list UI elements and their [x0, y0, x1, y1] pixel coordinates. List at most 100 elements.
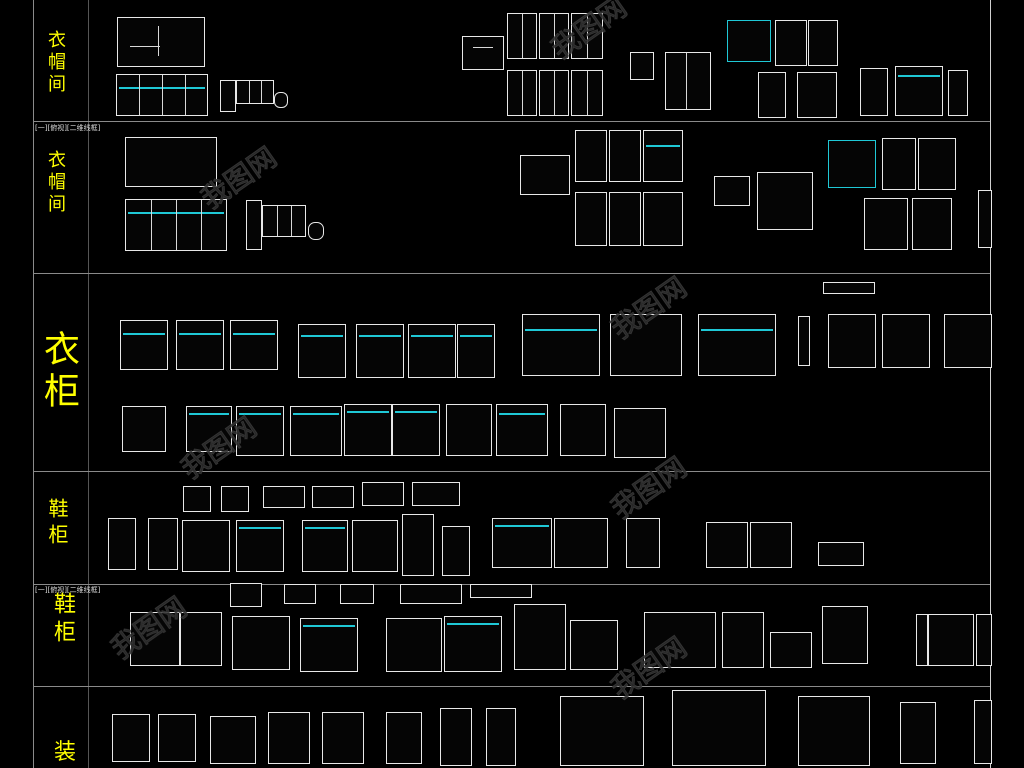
shoe-cabinet-elevation [148, 518, 178, 570]
elevation-drawing [727, 20, 771, 62]
category-label-shoe-cabinet-2: 鞋柜 [50, 592, 75, 648]
shoe-cabinet-elevation [442, 526, 470, 576]
decor-cabinet-elevation [798, 696, 870, 766]
elevation-drawing [643, 130, 683, 182]
elevation-drawing [520, 155, 570, 195]
elevation-drawing [828, 140, 876, 188]
shoe-cabinet-elevation [570, 620, 618, 670]
frame-label-column-line [88, 0, 89, 768]
shoe-cabinet-elevation [300, 618, 358, 672]
elevation-drawing [575, 130, 607, 182]
watermark-text: 我图网 [605, 631, 693, 706]
shoe-cabinet-elevation [386, 618, 442, 672]
elevation-drawing [539, 13, 569, 59]
shoe-cabinet-elevation [108, 518, 136, 570]
perspective-drawing [665, 52, 711, 110]
category-label-wardrobe-room-1: 衣帽间 [45, 30, 66, 96]
shoe-cabinet-elevation [722, 612, 764, 668]
shoe-cabinet-elevation [706, 522, 748, 568]
decor-cabinet-elevation [158, 714, 196, 762]
floor-plan-drawing [117, 17, 205, 67]
shoe-cabinet-elevation [182, 520, 230, 572]
wardrobe-elevation [392, 404, 440, 456]
shoe-cabinet-elevation [976, 614, 992, 666]
shoe-cabinet-elevation [470, 584, 532, 598]
elevation-drawing [507, 70, 537, 116]
wardrobe-elevation [408, 324, 456, 378]
watermark-text: 我图网 [175, 411, 263, 486]
row-divider-3 [33, 471, 990, 472]
side-table-drawing [274, 92, 288, 108]
wardrobe-elevation [944, 314, 992, 368]
wardrobe-elevation [698, 314, 776, 376]
elevation-drawing [882, 138, 916, 190]
wardrobe-plan [823, 282, 875, 294]
row-divider-2 [33, 273, 990, 274]
elevation-drawing [918, 138, 956, 190]
elevation-drawing [643, 192, 683, 246]
row-divider-5 [33, 686, 990, 687]
elevation-drawing [864, 198, 908, 250]
wardrobe-elevation [610, 314, 682, 376]
wardrobe-elevation [298, 324, 346, 378]
wardrobe-side-view [798, 316, 810, 366]
frame-left-line [33, 0, 34, 768]
shoe-cabinet-elevation [818, 542, 864, 566]
shoe-cabinet-elevation [284, 584, 316, 604]
shoe-cabinet-elevation [180, 612, 222, 666]
elevation-drawing [507, 13, 537, 59]
shoe-cabinet-elevation [928, 614, 974, 666]
shoe-cabinet-elevation [492, 518, 552, 568]
elevation-drawing [895, 66, 943, 116]
shoe-cabinet-elevation [362, 482, 404, 506]
category-label-decor: 装 [53, 740, 76, 765]
shoe-cabinet-elevation [822, 606, 868, 664]
decor-cabinet-elevation [322, 712, 364, 764]
decor-cabinet-elevation [440, 708, 472, 766]
shoe-cabinet-elevation [770, 632, 812, 668]
elevation-drawing [978, 190, 992, 248]
elevation-drawing [860, 68, 888, 116]
shoe-cabinet-elevation [230, 583, 262, 607]
wardrobe-elevation [828, 314, 876, 368]
shoe-cabinet-perspective [183, 486, 211, 512]
decor-cabinet-elevation [974, 700, 992, 764]
decor-cabinet-elevation [210, 716, 256, 764]
wardrobe-elevation [457, 324, 495, 378]
shoe-cabinet-elevation [130, 612, 180, 666]
elevation-drawing [808, 20, 838, 66]
shoe-cabinet-elevation [312, 486, 354, 508]
perspective-drawing [757, 172, 813, 230]
wardrobe-elevation [122, 406, 166, 452]
row-divider-1 [33, 121, 990, 122]
shoe-cabinet-elevation [340, 584, 374, 604]
shoe-cabinet-elevation [402, 514, 434, 576]
elevation-drawing [462, 36, 504, 70]
wardrobe-elevation [290, 406, 342, 456]
decor-cabinet-elevation [900, 702, 936, 764]
wardrobe-elevation [236, 406, 284, 456]
wardrobe-elevation [186, 406, 232, 452]
shoe-cabinet-elevation [916, 614, 928, 666]
elevation-drawing [912, 198, 952, 250]
wardrobe-elevation [560, 404, 606, 456]
wardrobe-elevation [614, 408, 666, 458]
elevation-drawing [236, 80, 274, 104]
wardrobe-elevation [882, 314, 930, 368]
elevation-drawing [609, 130, 641, 182]
category-label-shoe-cabinet-1: 鞋柜 [45, 498, 69, 550]
category-label-wardrobe-room-2: 衣帽间 [45, 150, 66, 216]
decor-cabinet-elevation [486, 708, 516, 766]
watermark-text: 我图网 [605, 451, 693, 526]
elevation-drawing [125, 199, 227, 251]
elevation-drawing [246, 200, 262, 250]
elevation-drawing [116, 74, 208, 116]
watermark-text: 我图网 [545, 0, 633, 66]
elevation-drawing [758, 72, 786, 118]
decor-cabinet-elevation [268, 712, 310, 764]
wardrobe-elevation [522, 314, 600, 376]
plan-drawing [714, 176, 750, 206]
elevation-drawing [571, 13, 603, 59]
shoe-cabinet-elevation [236, 520, 284, 572]
